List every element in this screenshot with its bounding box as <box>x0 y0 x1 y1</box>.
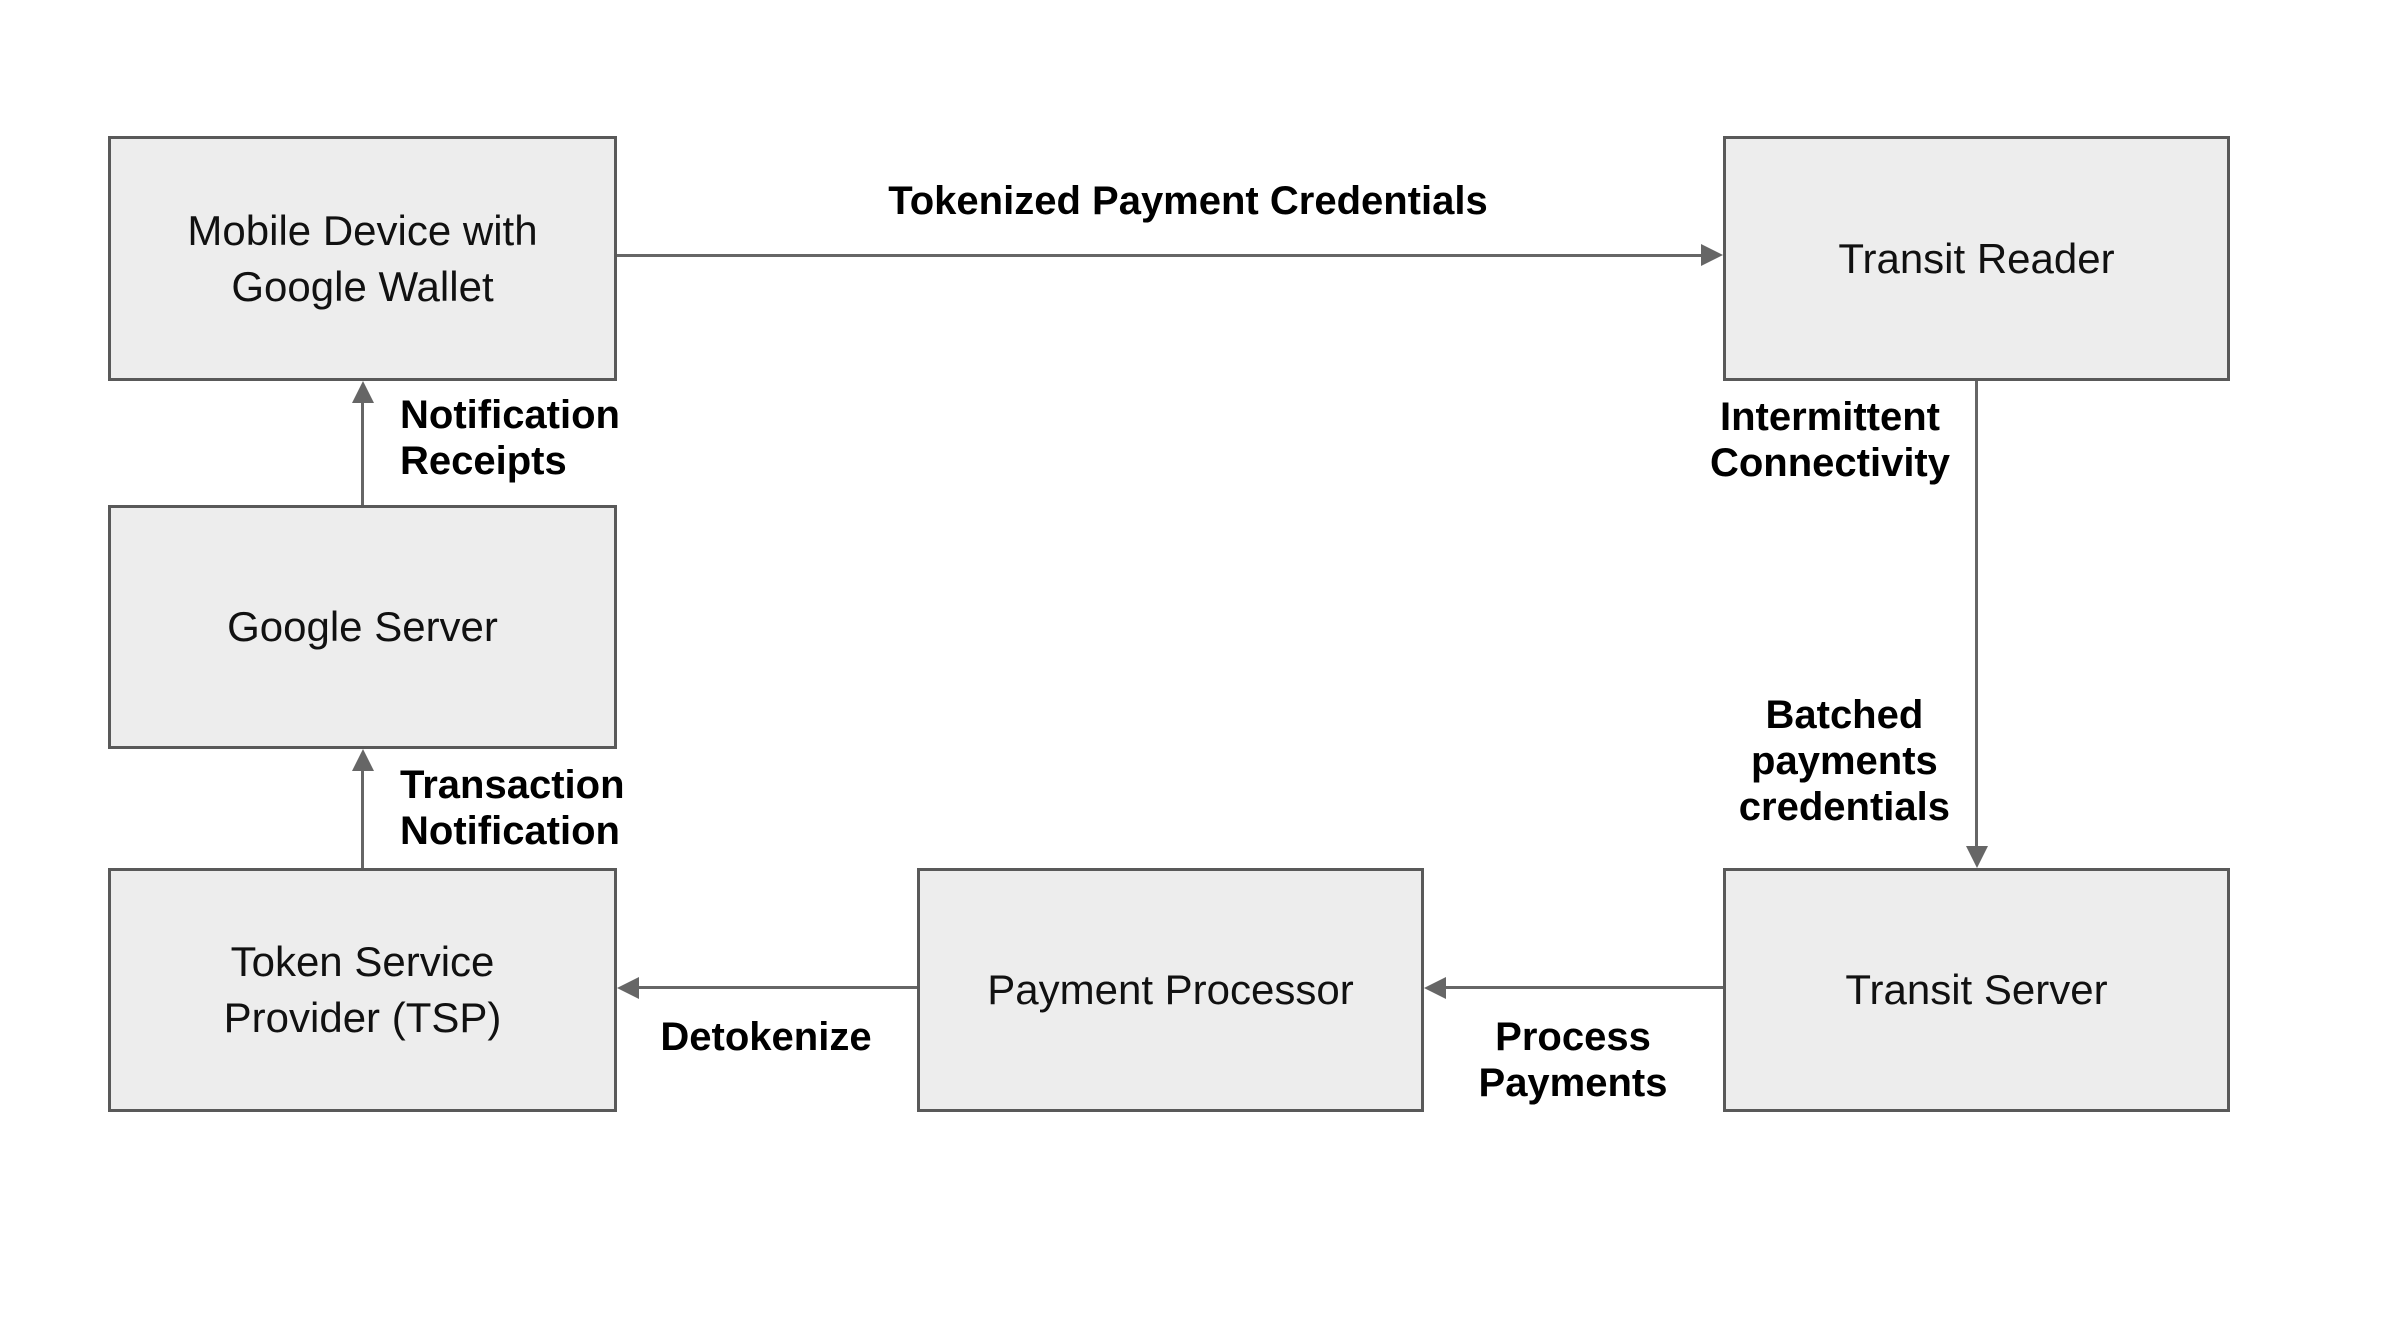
arrowhead-up-icon <box>352 381 374 403</box>
node-mobile-device: Mobile Device with Google Wallet <box>108 136 617 381</box>
node-transit-reader: Transit Reader <box>1723 136 2230 381</box>
node-transit-reader-label: Transit Reader <box>1838 234 2115 282</box>
edge-label-detokenize: Detokenize <box>660 1015 872 1059</box>
arrowhead-left-icon <box>617 977 639 999</box>
arrow-tokenized-line <box>617 254 1701 257</box>
edge-label-transaction-notification: Transaction Notification <box>400 763 625 853</box>
edge-label-process-payments: Process Payments <box>1478 1015 1668 1105</box>
arrow-process-payments-line <box>1444 986 1723 989</box>
edge-label-notification-receipts: Notification Receipts <box>400 393 620 483</box>
edge-label-batched-payments: Batched payments credentials <box>1738 693 1950 829</box>
node-google-server: Google Server <box>108 505 617 749</box>
arrowhead-up-icon <box>352 749 374 771</box>
arrowhead-down-icon <box>1966 846 1988 868</box>
node-token-service-provider: Token Service Provider (TSP) <box>108 868 617 1112</box>
arrowhead-left-icon <box>1424 977 1446 999</box>
node-payment-processor: Payment Processor <box>917 868 1424 1112</box>
node-tsp-label-line1: Token Service <box>230 938 495 985</box>
arrow-transaction-notification-line <box>361 769 364 868</box>
arrow-intermittent-connectivity-line <box>1975 381 1978 846</box>
edge-label-intermittent-connectivity: Intermittent Connectivity <box>1709 395 1950 485</box>
node-payment-processor-label: Payment Processor <box>987 966 1354 1013</box>
node-mobile-device-label-line1: Mobile Device with <box>187 206 538 254</box>
arrowhead-right-icon <box>1701 244 1723 266</box>
arrow-notification-receipts-line <box>361 401 364 505</box>
edge-label-tokenized: Tokenized Payment Credentials <box>888 179 1488 223</box>
node-transit-server: Transit Server <box>1723 868 2230 1112</box>
node-mobile-device-label-line2: Google Wallet <box>231 262 494 310</box>
node-google-server-label: Google Server <box>227 603 498 650</box>
node-tsp-label-line2: Provider (TSP) <box>223 994 502 1041</box>
arrow-detokenize-line <box>639 986 917 989</box>
node-transit-server-label: Transit Server <box>1845 966 2108 1013</box>
